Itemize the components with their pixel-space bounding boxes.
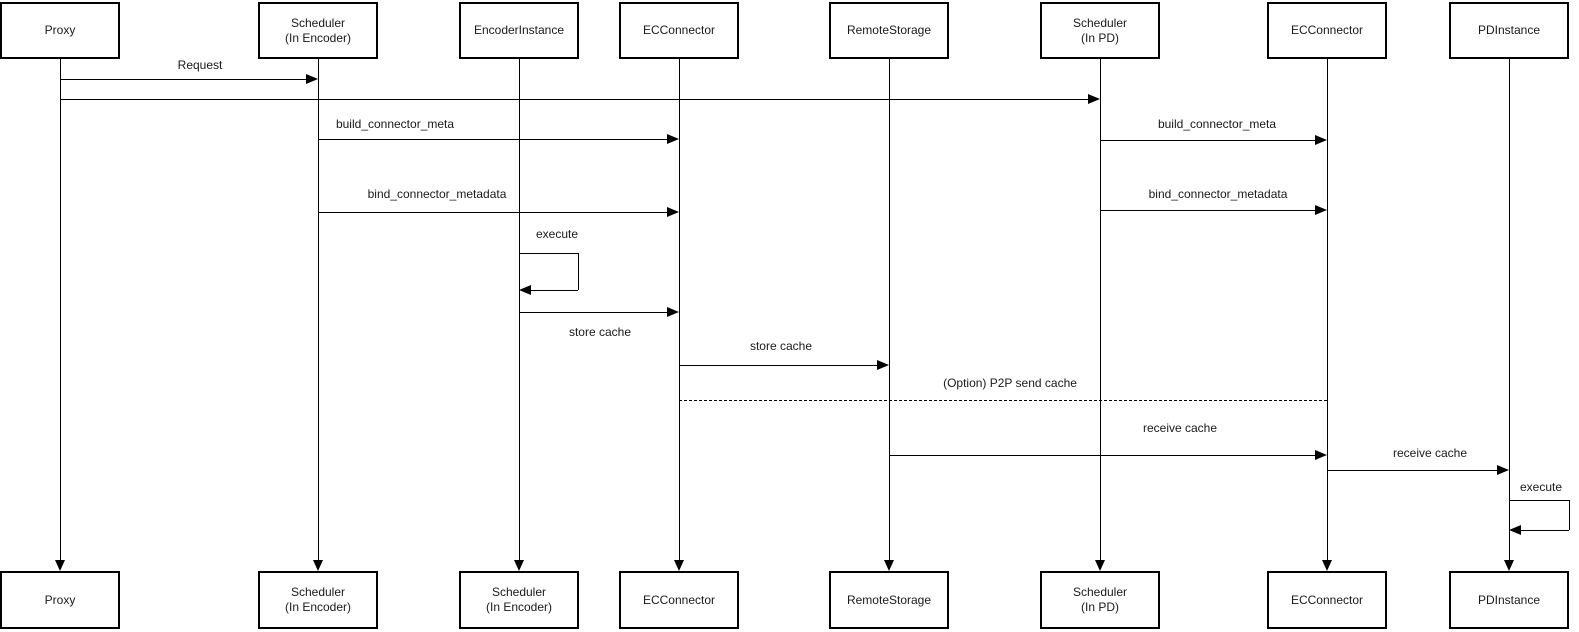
participant-top-encoder-instance: EncoderInstance [459, 2, 579, 59]
participant-top-ec-connector-pd: ECConnector [1267, 2, 1387, 59]
message-arrowhead-bind-connector-metadata-encoder [667, 207, 679, 217]
self-message-label-execute-pd: execute [1516, 480, 1566, 494]
message-arrowhead-build-connector-meta-encoder [667, 134, 679, 144]
message-line-build-connector-meta-pd [1100, 140, 1316, 141]
participant-bottom-proxy: Proxy [0, 571, 120, 629]
participant-bottom-encoder-instance: Scheduler (In Encoder) [459, 571, 579, 629]
message-label-bind-connector-metadata-encoder: bind_connector_metadata [364, 187, 510, 201]
message-line-p2p-send-cache [679, 400, 1327, 401]
lifeline-arrowhead-remote-storage [884, 560, 894, 571]
message-label-build-connector-meta-encoder: build_connector_meta [332, 117, 458, 131]
self-message-label-execute-encoder: execute [532, 227, 582, 241]
message-line-bind-connector-metadata-encoder [318, 212, 668, 213]
self-message-bottom-execute-pd [1521, 530, 1569, 531]
lifeline-ec-connector-encoder [679, 59, 680, 561]
lifeline-arrowhead-ec-connector-encoder [674, 560, 684, 571]
message-line-bind-connector-metadata-pd [1100, 210, 1316, 211]
lifeline-arrowhead-ec-connector-pd [1322, 560, 1332, 571]
participant-top-proxy: Proxy [0, 2, 120, 59]
lifeline-arrowhead-pd-instance [1504, 560, 1514, 571]
lifeline-pd-instance [1509, 59, 1510, 561]
message-arrowhead-receive-cache-from-storage [1315, 450, 1327, 460]
lifeline-ec-connector-pd [1327, 59, 1328, 561]
lifeline-arrowhead-scheduler-in-pd [1095, 560, 1105, 571]
message-line-receive-cache-to-pd [1327, 470, 1498, 471]
message-label-p2p-send-cache: (Option) P2P send cache [940, 376, 1080, 390]
message-label-bind-connector-metadata-pd: bind_connector_metadata [1145, 187, 1291, 201]
participant-top-scheduler-in-pd: Scheduler (In PD) [1040, 2, 1160, 59]
message-line-store-cache-to-storage [679, 365, 878, 366]
participant-bottom-scheduler-in-encoder: Scheduler (In Encoder) [258, 571, 378, 629]
lifeline-arrowhead-proxy [55, 560, 65, 571]
participant-bottom-ec-connector-pd: ECConnector [1267, 571, 1387, 629]
participant-bottom-scheduler-in-pd: Scheduler (In PD) [1040, 571, 1160, 629]
message-arrowhead-request [306, 74, 318, 84]
message-label-receive-cache-to-pd: receive cache [1389, 446, 1471, 460]
message-arrowhead-bind-connector-metadata-pd [1315, 205, 1327, 215]
participant-top-scheduler-in-encoder: Scheduler (In Encoder) [258, 2, 378, 59]
message-arrowhead-receive-cache-to-pd [1497, 465, 1509, 475]
participant-bottom-ec-connector-encoder: ECConnector [619, 571, 739, 629]
participant-top-ec-connector-encoder: ECConnector [619, 2, 739, 59]
lifeline-arrowhead-encoder-instance [514, 560, 524, 571]
self-message-arrowhead-execute-encoder [519, 285, 531, 295]
self-message-side-execute-encoder [578, 253, 579, 290]
self-message-top-execute-encoder [519, 253, 578, 254]
message-label-receive-cache-from-storage: receive cache [1139, 421, 1221, 435]
lifeline-scheduler-in-pd [1100, 59, 1101, 561]
self-message-arrowhead-execute-pd [1509, 525, 1521, 535]
participant-bottom-remote-storage: RemoteStorage [829, 571, 949, 629]
message-label-build-connector-meta-pd: build_connector_meta [1154, 117, 1280, 131]
message-arrowhead-build-connector-meta-pd [1315, 135, 1327, 145]
message-label-request: Request [174, 58, 226, 72]
lifeline-scheduler-in-encoder [318, 59, 319, 561]
lifeline-encoder-instance [519, 59, 520, 561]
message-arrowhead-store-cache-to-connector [667, 307, 679, 317]
self-message-top-execute-pd [1509, 500, 1569, 501]
self-message-side-execute-pd [1569, 500, 1570, 530]
self-message-bottom-execute-encoder [531, 290, 578, 291]
message-arrowhead-store-cache-to-storage [877, 360, 889, 370]
lifeline-proxy [60, 59, 61, 561]
participant-top-remote-storage: RemoteStorage [829, 2, 949, 59]
message-label-store-cache-to-storage: store cache [746, 339, 816, 353]
message-line-proxy-to-scheduler-pd [60, 99, 1089, 100]
message-line-build-connector-meta-encoder [318, 139, 668, 140]
message-line-request [60, 79, 307, 80]
participant-bottom-pd-instance: PDInstance [1449, 571, 1569, 629]
message-line-store-cache-to-connector [519, 312, 668, 313]
participant-top-pd-instance: PDInstance [1449, 2, 1569, 59]
lifeline-arrowhead-scheduler-in-encoder [313, 560, 323, 571]
message-line-receive-cache-from-storage [889, 455, 1316, 456]
message-arrowhead-proxy-to-scheduler-pd [1088, 94, 1100, 104]
message-label-store-cache-to-connector: store cache [565, 325, 635, 339]
lifeline-remote-storage [889, 59, 890, 561]
